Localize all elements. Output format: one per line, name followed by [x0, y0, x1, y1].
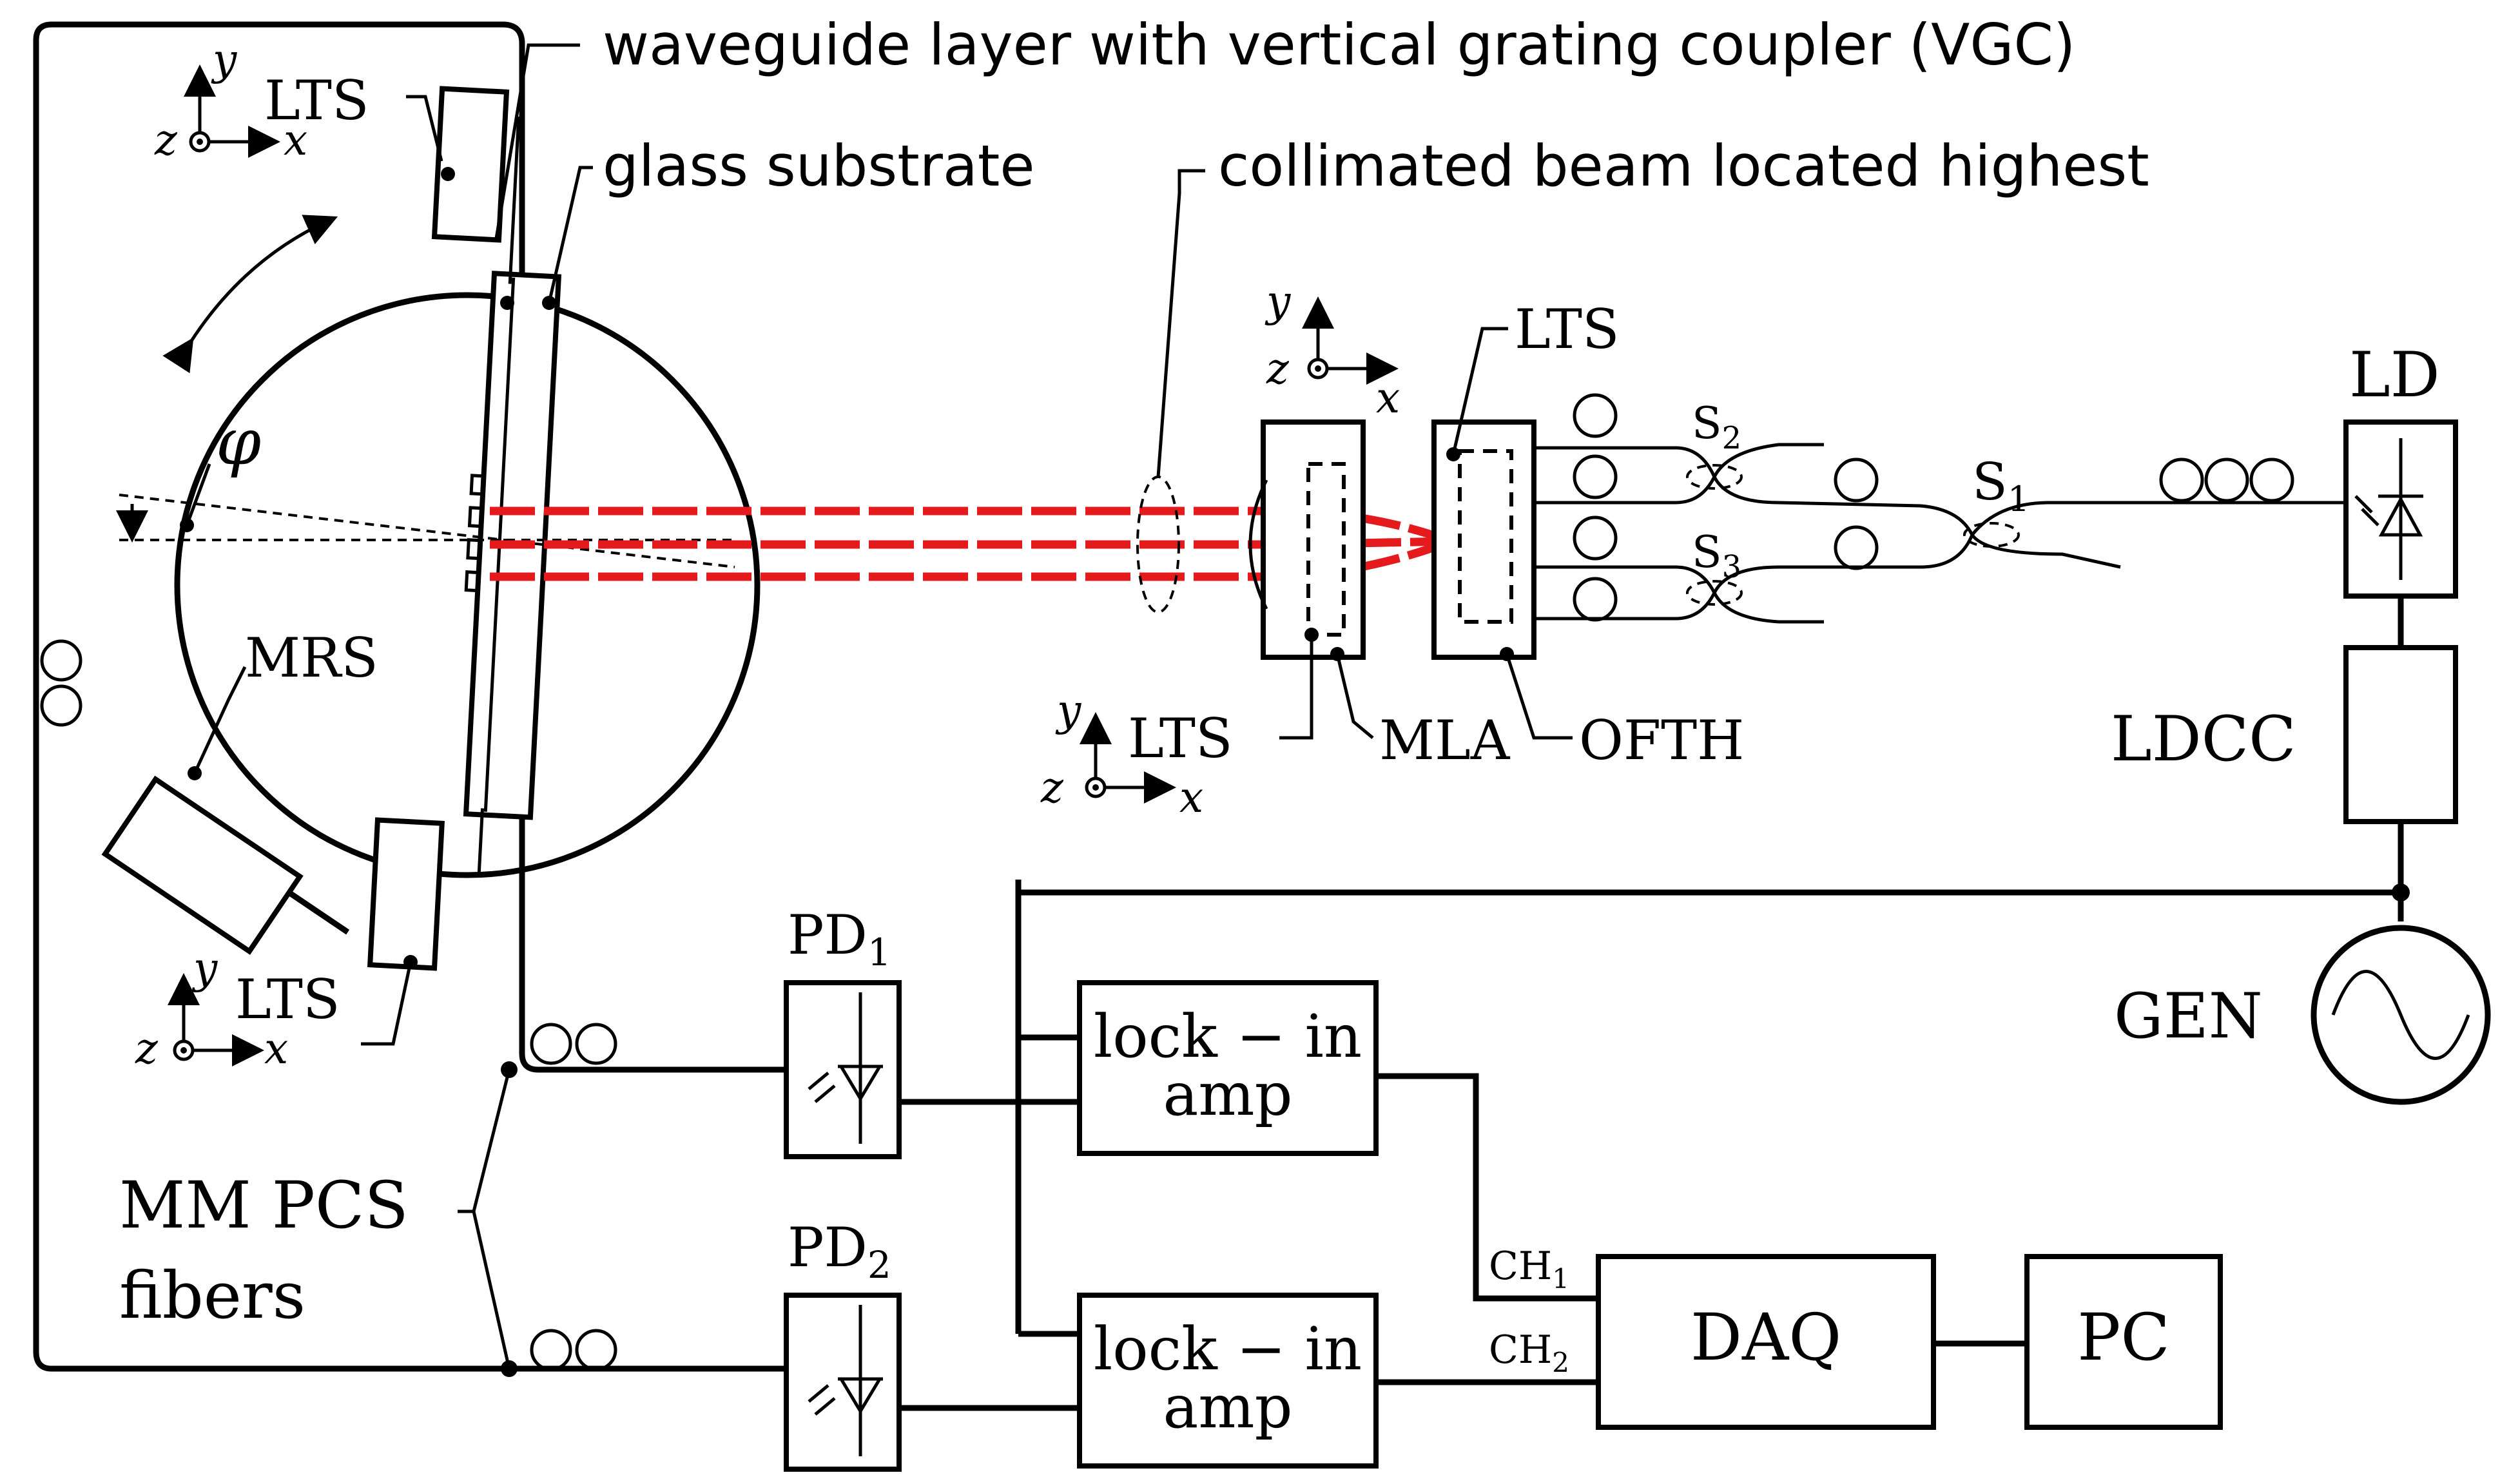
- mla-lts-box: [1261, 419, 1366, 660]
- ofth-box: [1431, 419, 1536, 660]
- s3-label: S3: [1692, 527, 1741, 585]
- axis-z-label: z: [1266, 344, 1290, 394]
- laser-diode-icon: [2354, 438, 2423, 580]
- pc-box: [2024, 1254, 2223, 1430]
- lockin-1-box: [1077, 980, 1379, 1156]
- lockin-2-line1: lock − in: [1094, 1315, 1362, 1383]
- lts-label-bottom: LTS: [235, 968, 340, 1031]
- ch1-label: CH1: [1489, 1244, 1569, 1295]
- mrs-label: MRS: [245, 626, 378, 689]
- mrs-box: [101, 775, 350, 955]
- axis-y-label: y: [1265, 276, 1291, 326]
- axis-x-label: x: [1376, 373, 1400, 423]
- pd1-label: PD1: [788, 903, 891, 974]
- lts-bottom: [367, 817, 445, 971]
- axis-x-label: x: [264, 1024, 288, 1074]
- axis-y-label: y: [211, 35, 237, 84]
- mm-label-line1: MM PCS: [119, 1168, 409, 1243]
- pc-label: PC: [2077, 1300, 2170, 1375]
- axis-y-label: y: [1055, 686, 1081, 735]
- lts-label-top: LTS: [264, 69, 369, 132]
- daq-label: DAQ: [1691, 1300, 1841, 1375]
- ofth-label: OFTH: [1579, 709, 1744, 772]
- gen-label: GEN: [2114, 980, 2263, 1052]
- axis-x-label: x: [1179, 773, 1203, 822]
- axis-x-label: x: [284, 115, 307, 165]
- gen-symbol: [2311, 925, 2491, 1105]
- axis-y-label: y: [191, 943, 218, 993]
- fiber-network: [1534, 443, 2346, 624]
- axes-mid: [1302, 296, 1399, 385]
- photodiode-1-icon: [808, 992, 883, 1144]
- axis-z-label: z: [1040, 763, 1064, 813]
- ld-label: LD: [2349, 339, 2440, 411]
- mm-label-line2: fibers: [119, 1258, 305, 1333]
- glass-label: glass substrate: [603, 133, 1034, 199]
- s2-label: S2: [1692, 398, 1741, 456]
- lockin-1-line2: amp: [1163, 1060, 1293, 1129]
- daq-box: [1596, 1254, 1936, 1430]
- axes-bottom-left: [168, 973, 264, 1066]
- ldcc-box: [2343, 645, 2458, 824]
- lts-label-mid: LTS: [1128, 707, 1233, 770]
- axis-z-label: z: [135, 1024, 159, 1074]
- s1-label: S1: [1972, 452, 2030, 519]
- outer-frame: [52, 21, 525, 870]
- pd2-label: PD2: [788, 1216, 891, 1287]
- lockin-1-line1: lock − in: [1094, 1002, 1362, 1071]
- rotation-stage: [174, 292, 761, 878]
- rotation-arrow: [162, 215, 338, 374]
- axes-lower-mid: [1080, 712, 1176, 804]
- waveguide-label: waveguide layer with vertical grating co…: [603, 12, 2075, 78]
- photodiode-2-icon: [808, 1305, 883, 1456]
- lockin-2-box: [1077, 1293, 1379, 1469]
- lts-label-ofth: LTS: [1515, 298, 1620, 361]
- axes-top-left: [184, 64, 280, 158]
- ch2-label: CH2: [1489, 1327, 1569, 1378]
- fiber-coils: [40, 393, 2294, 1371]
- axis-z-label: z: [154, 115, 178, 165]
- phi-label: φ: [216, 404, 261, 479]
- lts-top: [431, 86, 510, 243]
- ldcc-label: LDCC: [2111, 703, 2296, 775]
- collimated-label: collimated beam located highest: [1218, 133, 2149, 199]
- mla-label: MLA: [1379, 709, 1511, 772]
- lockin-2-line2: amp: [1163, 1373, 1293, 1441]
